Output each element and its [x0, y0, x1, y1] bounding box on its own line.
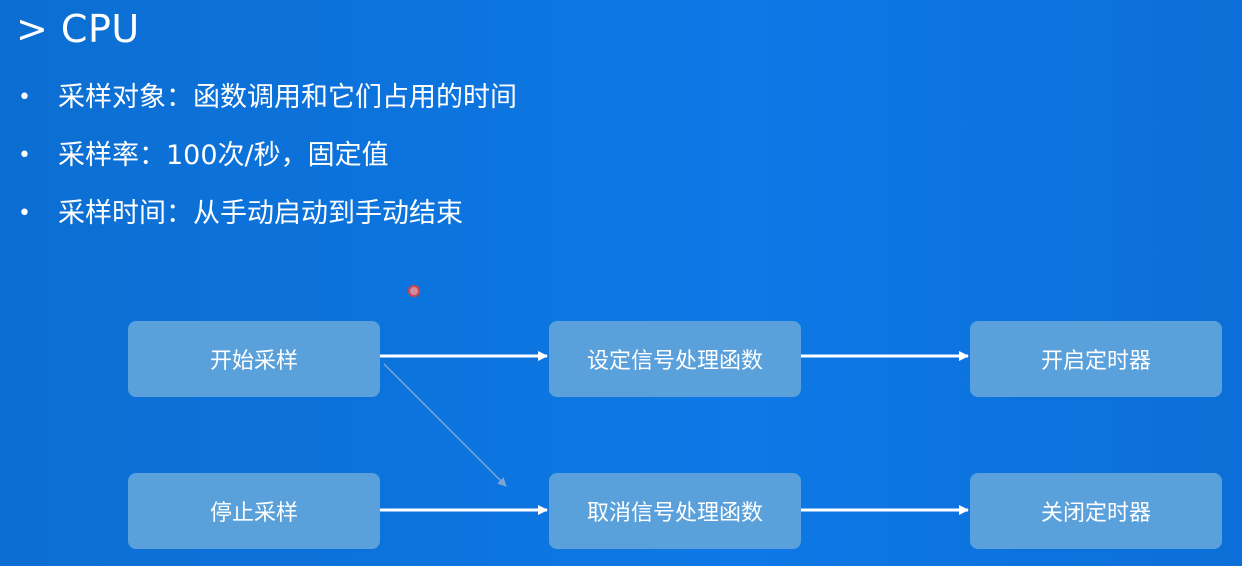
- start-timer-label: 开启定时器: [1040, 349, 1151, 374]
- pointer-cursor-icon: [408, 285, 420, 297]
- bullet-dot-icon: •: [18, 85, 31, 110]
- bullet-dot-icon: •: [18, 143, 31, 168]
- bullet-item: • 采样率：100次/秒，固定值: [18, 136, 517, 194]
- bullet-item: • 采样时间：从手动启动到手动结束: [18, 194, 517, 252]
- close-timer-box: 关闭定时器: [970, 473, 1222, 549]
- stop-sampling-box: 停止采样: [128, 473, 380, 549]
- stop-sampling-label: 停止采样: [209, 501, 298, 526]
- start-sampling-box: 开始采样: [128, 321, 380, 397]
- set-signal-handler-box: 设定信号处理函数: [549, 321, 801, 397]
- bullet-item: • 采样对象：函数调用和它们占用的时间: [18, 78, 517, 136]
- cancel-signal-handler-box: 取消信号处理函数: [549, 473, 801, 549]
- close-timer-label: 关闭定时器: [1040, 501, 1151, 526]
- bullet-list: • 采样对象：函数调用和它们占用的时间 • 采样率：100次/秒，固定值 • 采…: [18, 78, 517, 252]
- start-timer-box: 开启定时器: [970, 321, 1222, 397]
- bullet-text: 采样时间：从手动启动到手动结束: [58, 198, 463, 229]
- arrow-diagonal-pen-stroke: [383, 363, 507, 487]
- slide-title: > CPU: [16, 7, 140, 51]
- cancel-signal-handler-label: 取消信号处理函数: [586, 501, 763, 526]
- bullet-text: 采样对象：函数调用和它们占用的时间: [58, 82, 517, 113]
- start-sampling-label: 开始采样: [209, 349, 298, 374]
- set-signal-handler-label: 设定信号处理函数: [586, 349, 763, 374]
- bullet-dot-icon: •: [18, 201, 31, 226]
- bullet-text: 采样率：100次/秒，固定值: [58, 140, 389, 171]
